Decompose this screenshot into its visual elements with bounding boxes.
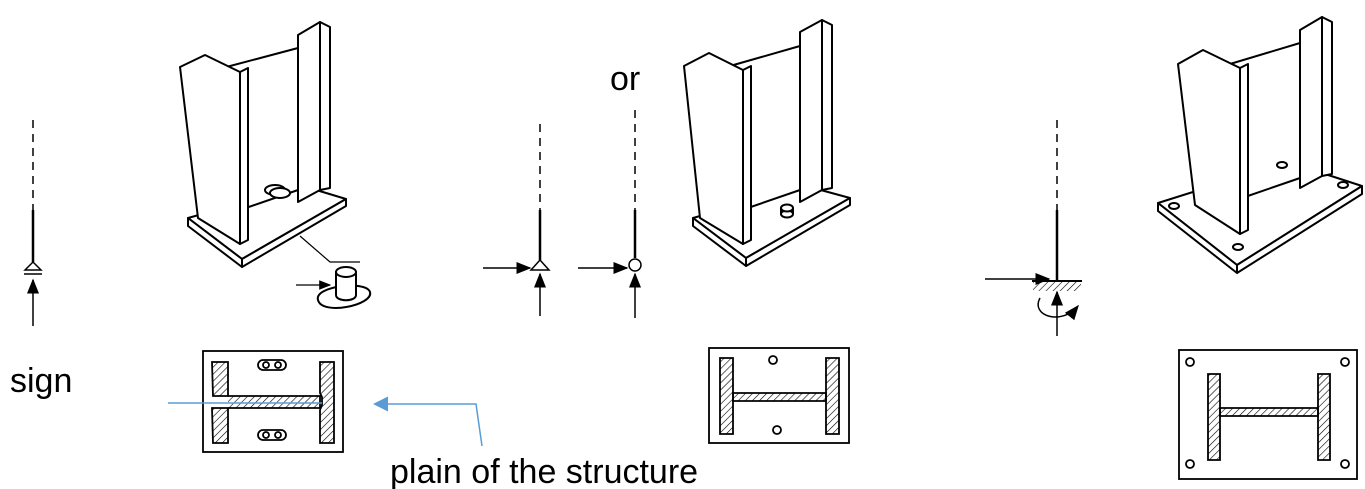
sign-symbol-fixed xyxy=(985,120,1082,336)
plane-label: plain of the structure xyxy=(390,453,698,489)
sign-label: sign xyxy=(10,362,72,400)
sign-symbol-hinge xyxy=(578,110,642,318)
or-label: or xyxy=(610,60,640,98)
plan-view-3 xyxy=(1178,349,1358,480)
column-3-isometric xyxy=(1157,16,1363,274)
sign-symbol-triangle xyxy=(483,124,551,316)
sign-symbol-pinned xyxy=(23,120,43,326)
column-1-isometric xyxy=(179,21,372,309)
plan-view-2 xyxy=(708,347,850,444)
column-1-leaders xyxy=(296,235,360,290)
column-2-isometric xyxy=(683,19,851,267)
plan-view-1 xyxy=(202,350,344,453)
plane-pointer xyxy=(168,396,483,447)
